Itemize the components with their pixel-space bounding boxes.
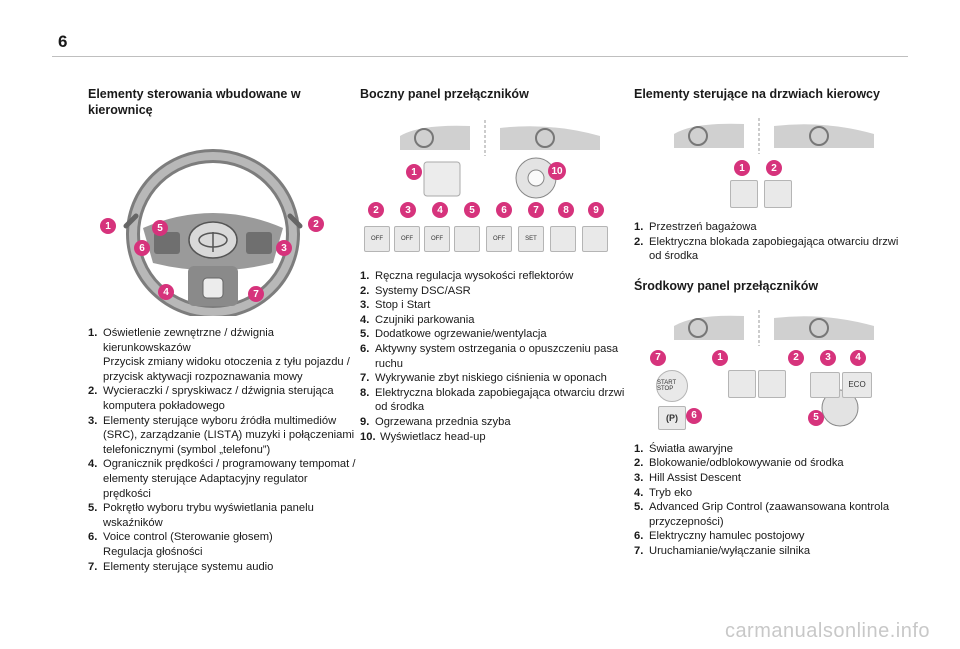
list-item: 3.Hill Assist Descent [634, 471, 742, 484]
callout-marker: 9 [588, 202, 604, 218]
list-item: 2.Wycieraczki / spryskiwacz / dźwignia s… [88, 385, 334, 412]
callout-marker: 4 [158, 284, 174, 300]
callout-marker: 2 [308, 216, 324, 232]
list-item: 1.Oświetlenie zewnętrzne / dźwignia kier… [88, 327, 350, 383]
callout-marker: 6 [496, 202, 512, 218]
callout-marker: 10 [548, 162, 566, 180]
callout-marker: 8 [558, 202, 574, 218]
list-item: 1.Światła awaryjne [634, 442, 733, 455]
callout-marker: 5 [808, 409, 824, 426]
list-item: 6.Voice control (Sterowanie głosem)Regul… [88, 531, 273, 558]
section-title: Elementy sterowania wbudowane w kierowni… [88, 87, 301, 117]
switch-tile [454, 226, 480, 252]
list-item: 9.Ogrzewana przednia szyba [360, 415, 511, 428]
central-lock-button [758, 369, 786, 398]
side-panel-figure: 1 10 2 3 4 5 6 7 8 9 OFF OFF OFF OFF SET [360, 114, 630, 259]
list-item: 6.Elektryczny hamulec postojowy [634, 530, 805, 543]
driver-door-section: Elementy sterujące na drzwiach kierowcy … [634, 86, 904, 559]
list-item: 4.Czujniki parkowania [360, 313, 475, 326]
callout-marker: 7 [248, 286, 264, 302]
watermark: carmanualsonline.info [724, 620, 930, 642]
switch-tile: SET [518, 226, 544, 252]
callout-marker: 1 [712, 349, 728, 366]
side-switch-panel-section: Boczny panel przełączników 1 10 2 3 4 5 … [360, 86, 630, 444]
driver-door-list: 1.Przestrzeń bagażowa 2.Elektryczna blok… [634, 220, 904, 264]
start-stop-button: START STOP [656, 369, 688, 402]
callout-marker: 4 [850, 349, 866, 366]
switch-tile: OFF [486, 226, 512, 252]
driver-door-figure: 1 2 [634, 112, 904, 210]
list-item: 2.Systemy DSC/ASR [360, 284, 471, 297]
list-item: 6.Aktywny system ostrzegania o opuszczen… [360, 342, 619, 370]
eco-button: ECO [842, 371, 872, 398]
callout-marker: 1 [734, 160, 750, 176]
hill-descent-button [810, 371, 840, 398]
steering-wheel-figure: 1 5 6 2 3 4 7 [88, 128, 358, 319]
list-item: 2.Blokowanie/odblokowywanie od środka [634, 457, 844, 470]
door-lock-button [764, 180, 792, 208]
callout-marker: 6 [686, 407, 702, 424]
section-title: Środkowy panel przełączników [634, 278, 819, 293]
callout-marker: 1 [100, 218, 116, 234]
trunk-button [730, 180, 758, 208]
switch-tile: OFF [424, 226, 450, 252]
switch-tile: OFF [364, 226, 390, 252]
list-item: 4.Ogranicznik prędkości / programowany t… [88, 458, 356, 500]
steering-wheel-section: Elementy sterowania wbudowane w kierowni… [88, 86, 358, 574]
callout-marker: 2 [368, 202, 384, 218]
list-item: 3.Elementy sterujące wyboru źródła multi… [88, 414, 355, 456]
steering-wheel-illustration [123, 149, 303, 319]
callout-marker: 3 [276, 240, 292, 256]
callout-marker: 2 [766, 160, 782, 176]
list-item: 1.Ręczna regulacja wysokości reflektorów [360, 270, 574, 282]
callout-marker: 6 [134, 240, 150, 256]
dashboard-illustration [400, 120, 600, 199]
callout-marker: 3 [820, 349, 836, 366]
side-panel-list: 1.Ręczna regulacja wysokości reflektorów… [360, 269, 630, 444]
list-item: 2.Elektryczna blokada zapobiegająca otwa… [634, 235, 899, 263]
list-item: 5.Dodatkowe ogrzewanie/wentylacja [360, 328, 547, 341]
section-title: Elementy sterujące na drzwiach kierowcy [634, 87, 880, 101]
dashboard-illustration [674, 309, 874, 427]
switch-tile [550, 226, 576, 252]
list-item: 1.Przestrzeń bagażowa [634, 221, 757, 233]
parking-brake-button: (P) [658, 405, 686, 430]
section-title: Boczny panel przełączników [360, 87, 529, 101]
callout-marker: 5 [152, 220, 168, 236]
callout-marker: 1 [406, 164, 422, 180]
callout-marker: 2 [788, 349, 804, 366]
list-item: 8.Elektryczna blokada zapobiegająca otwa… [360, 386, 625, 414]
list-item: 5.Advanced Grip Control (zaawansowana ko… [634, 501, 890, 528]
switch-tile [582, 226, 608, 252]
steering-controls-list: 1.Oświetlenie zewnętrzne / dźwignia kier… [88, 326, 358, 574]
list-item: 5.Pokrętło wyboru trybu wyświetlania pan… [88, 502, 314, 529]
list-item: 4.Tryb eko [634, 486, 693, 499]
list-item: 10.Wyświetlacz head-up [360, 430, 486, 443]
center-panel-list: 1.Światła awaryjne 2.Blokowanie/odblokow… [634, 442, 904, 559]
callout-marker: 5 [464, 202, 480, 218]
switch-tile: OFF [394, 226, 420, 252]
center-panel-figure: 7 1 2 3 4 6 5 START STOP ECO (P) [634, 304, 904, 432]
list-item: 7.Elementy sterujące systemu audio [88, 560, 274, 573]
callout-marker: 4 [432, 202, 448, 218]
hazard-button [728, 369, 756, 398]
list-item: 3.Stop i Start [360, 299, 431, 312]
list-item: 7.Wykrywanie zbyt niskiego ciśnienia w o… [360, 372, 607, 385]
list-item: 7.Uruchamianie/wyłączanie silnika [634, 544, 811, 557]
page-number: 6 [58, 32, 68, 51]
header-rule [52, 56, 908, 57]
callout-marker: 7 [528, 202, 544, 218]
callout-marker: 3 [400, 202, 416, 218]
callout-marker: 7 [650, 349, 666, 366]
dashboard-illustration [674, 118, 874, 154]
